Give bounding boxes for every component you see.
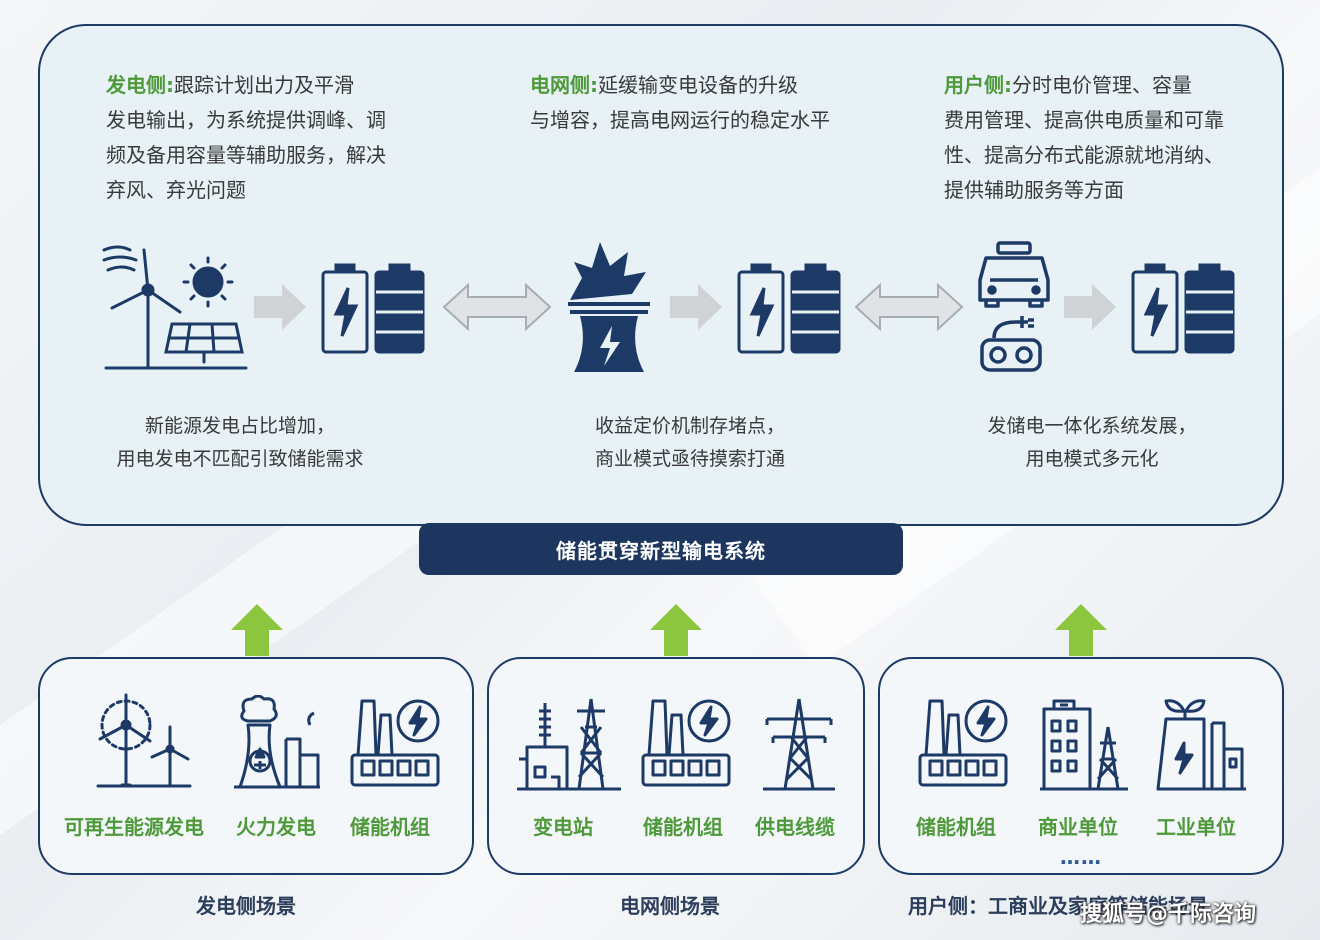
storage-unit-icon (350, 699, 440, 787)
power-plant-icon (568, 242, 650, 372)
watermark: 搜狐号@千际咨询 (1080, 902, 1257, 927)
label-storage: 储能机组 (350, 815, 430, 839)
storage-unit-icon (918, 699, 1008, 787)
scene-user: 用户侧：工商业及家庭等储能场景 (908, 894, 1208, 918)
label-renewable: 可再生能源发电 (64, 815, 204, 839)
caption-user: 发储电一体化系统发展，用电模式多元化 (987, 415, 1197, 470)
grid-side-box: 变电站 储能机组 供电线缆 (487, 657, 865, 875)
industrial-factory-icon (1156, 699, 1246, 791)
label-thermal: 火力发电 (236, 815, 316, 839)
label-industrial: 工业单位 (1156, 815, 1236, 839)
right-arrow-icon (1064, 284, 1116, 330)
user-side-heading: 用户侧: (944, 73, 1012, 97)
battery-icon (321, 263, 425, 354)
substation-icon (517, 698, 621, 791)
top-panel: 发电侧:跟踪计划出力及平滑 发电输出，为系统提供调峰、调 频及备用容量等辅助服务… (38, 24, 1284, 526)
grid-side-heading: 电网侧: (530, 73, 598, 97)
gen-side-text: 发电侧:跟踪计划出力及平滑 发电输出，为系统提供调峰、调 频及备用容量等辅助服务… (106, 73, 386, 202)
gen-side-heading: 发电侧: (106, 73, 174, 97)
grid-side-text: 电网侧:延缓输变电设备的升级 与增容，提高电网运行的稳定水平 (530, 73, 830, 132)
label-storage: 储能机组 (916, 815, 996, 839)
up-arrow-icon (650, 604, 702, 656)
double-arrow-icon (854, 282, 964, 332)
label-commercial: 商业单位 (1038, 815, 1118, 839)
more-ellipsis: …… (1060, 845, 1102, 869)
up-arrow-icon (1055, 604, 1107, 656)
up-arrow-icon (231, 604, 283, 656)
user-side-text: 用户侧:分时电价管理、容量 费用管理、提高供电质量和可靠 性、提高分布式能源就地… (944, 73, 1224, 202)
right-arrow-icon (254, 284, 306, 330)
gen-side-box: 可再生能源发电 火力发电 储能机组 (38, 657, 474, 875)
scene-grid: 电网侧场景 (620, 894, 720, 918)
ev-charging-icon (978, 241, 1050, 372)
battery-icon (1131, 263, 1235, 354)
banner: 储能贯穿新型输电系统 (419, 523, 903, 575)
scene-gen: 发电侧场景 (196, 894, 296, 918)
storage-unit-icon (641, 699, 731, 787)
caption-grid: 收益定价机制存堵点，商业模式亟待摸索打通 (594, 415, 785, 470)
power-tower-icon (763, 698, 835, 791)
double-arrow-icon (442, 282, 552, 332)
user-side-box: 储能机组 商业单位 工业单位 …… (878, 657, 1284, 875)
label-power-cable: 供电线缆 (755, 815, 835, 839)
caption-gen: 新能源发电占比增加，用电发电不匹配引致储能需求 (116, 415, 364, 470)
battery-icon (737, 263, 841, 354)
label-storage: 储能机组 (643, 815, 723, 839)
wind-solar-icon (102, 245, 248, 370)
right-arrow-icon (670, 284, 722, 330)
wind-turbine-icon (96, 693, 192, 788)
thermal-plant-icon (234, 695, 320, 789)
label-substation: 变电站 (533, 815, 593, 839)
commercial-building-icon (1040, 699, 1128, 791)
